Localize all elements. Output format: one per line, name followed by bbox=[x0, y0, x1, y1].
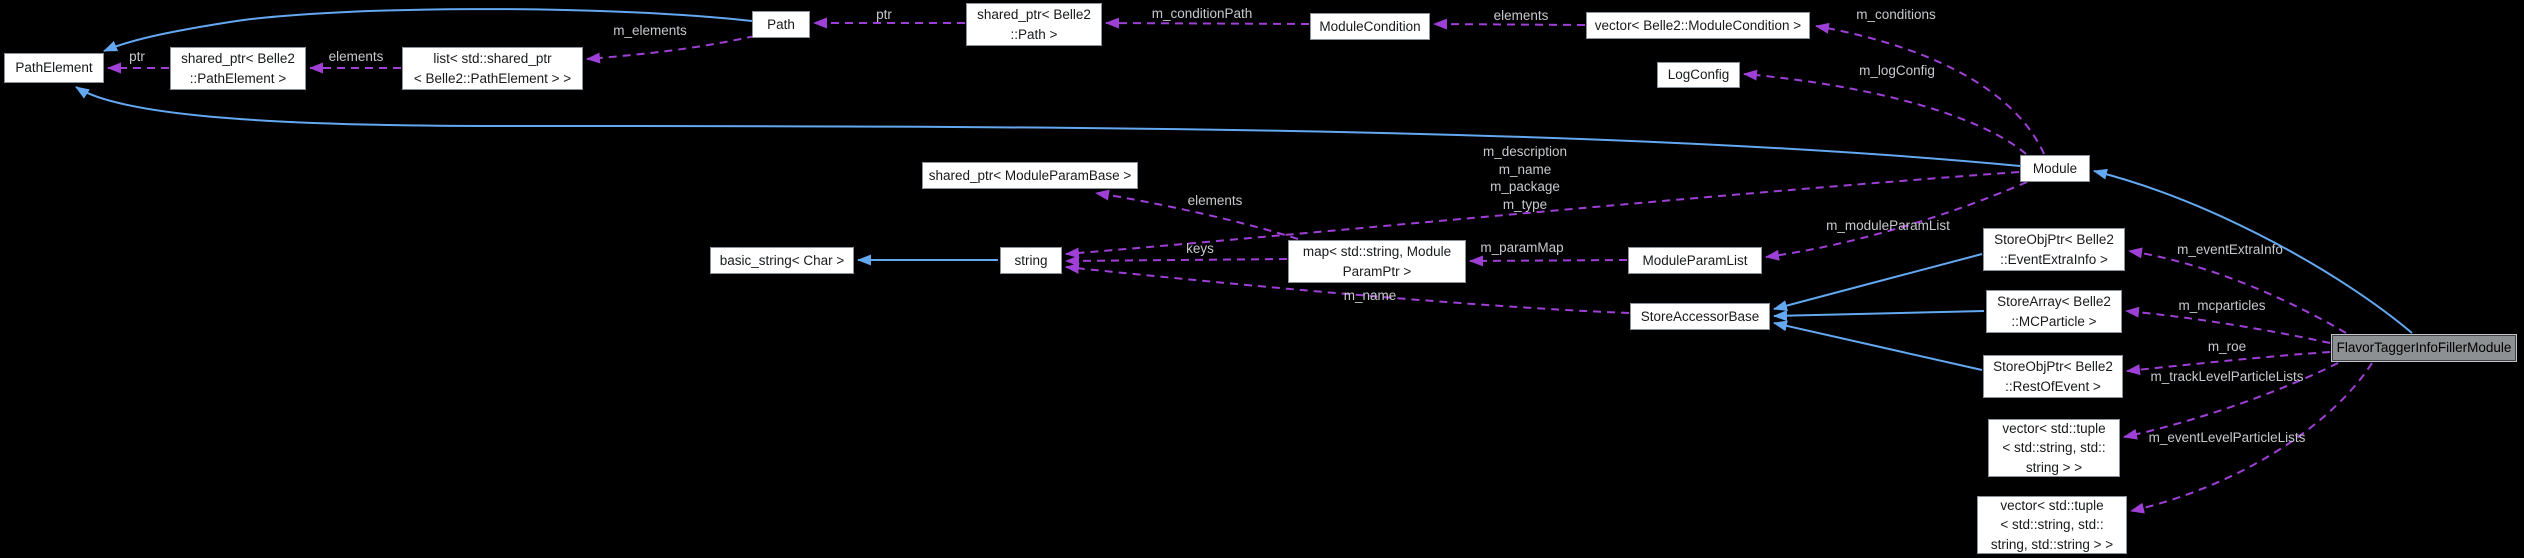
edge-module-inherits-pathelement bbox=[75, 86, 2021, 167]
edge-elements-modulecondition bbox=[1433, 18, 1586, 30]
edge-eventextrainfo-inherits-storeaccessorbase bbox=[1773, 253, 1983, 311]
node-module[interactable]: Module bbox=[2020, 155, 2090, 182]
node-sharedptr-belle2-path[interactable]: shared_ptr< Belle2 ::Path > bbox=[966, 3, 1102, 46]
edge-m-conditions bbox=[1815, 22, 2045, 155]
edge-keys bbox=[1065, 255, 1288, 267]
edge-path-inherits-pathelement bbox=[103, 8, 753, 52]
edge-m-eventextrainfo bbox=[2128, 247, 2347, 334]
node-sharedptr-belle2-pathelement[interactable]: shared_ptr< Belle2 ::PathElement > bbox=[170, 47, 306, 90]
node-modulecondition[interactable]: ModuleCondition bbox=[1310, 13, 1430, 40]
edge-flavortagger-inherits-module bbox=[2093, 168, 2413, 334]
edge-m-roe bbox=[2126, 351, 2331, 376]
node-logconfig[interactable]: LogConfig bbox=[1657, 62, 1740, 88]
edge-elements-moduleparambase bbox=[1095, 189, 1299, 240]
edge-module-strings bbox=[1065, 171, 2020, 259]
edge-m-name bbox=[1065, 262, 1630, 314]
edge-mcparticle-inherits-storeaccessorbase bbox=[1773, 310, 1985, 322]
node-vector-tuple-3[interactable]: vector< std::tuple < std::string, std:: … bbox=[1977, 496, 2127, 554]
node-list-sharedptr-pathelement[interactable]: list< std::shared_ptr < Belle2::PathElem… bbox=[402, 47, 583, 90]
node-map-string-moduleparamptr[interactable]: map< std::string, Module ParamPtr > bbox=[1288, 240, 1466, 283]
node-flavortaggerinfofillermodule: FlavorTaggerInfoFillerModule bbox=[2331, 334, 2517, 362]
node-storearray-mcparticle[interactable]: StoreArray< Belle2 ::MCParticle > bbox=[1986, 290, 2122, 333]
edge-m-elements bbox=[586, 35, 756, 64]
edge-m-tracklevelparticlelists bbox=[2123, 362, 2339, 440]
edge-m-moduleparamlist bbox=[1765, 181, 2028, 261]
edge-m-eventlevelparticlelists bbox=[2130, 362, 2373, 514]
node-sharedptr-moduleparambase[interactable]: shared_ptr< ModuleParamBase > bbox=[922, 162, 1138, 189]
edge-m-mcparticles bbox=[2125, 306, 2331, 344]
edge-m-conditionpath bbox=[1105, 17, 1310, 29]
node-storeaccessorbase[interactable]: StoreAccessorBase bbox=[1630, 303, 1770, 330]
edge-m-parammap bbox=[1469, 255, 1628, 267]
node-vector-modulecondition[interactable]: vector< Belle2::ModuleCondition > bbox=[1586, 12, 1810, 39]
node-storeobjptr-restofevent[interactable]: StoreObjPtr< Belle2 ::RestOfEvent > bbox=[1983, 355, 2123, 398]
edge-restofevent-inherits-storeaccessorbase bbox=[1773, 320, 1983, 371]
node-storeobjptr-eventextrainfo[interactable]: StoreObjPtr< Belle2 ::EventExtraInfo > bbox=[1983, 228, 2125, 271]
node-pathelement[interactable]: PathElement bbox=[4, 53, 104, 83]
node-moduleparamlist[interactable]: ModuleParamList bbox=[1628, 247, 1762, 274]
node-string[interactable]: string bbox=[1000, 247, 1062, 274]
node-path[interactable]: Path bbox=[752, 11, 810, 38]
node-basic-string-char[interactable]: basic_string< Char > bbox=[710, 247, 854, 274]
node-vector-tuple-2[interactable]: vector< std::tuple < std::string, std:: … bbox=[1988, 419, 2120, 477]
